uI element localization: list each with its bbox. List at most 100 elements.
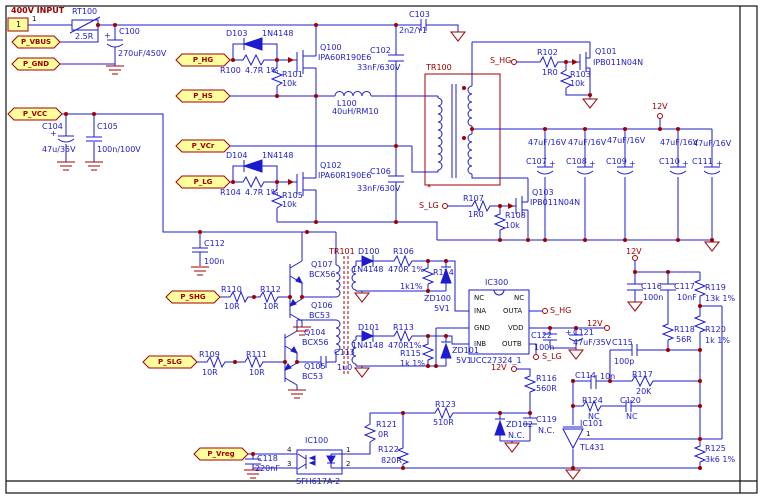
label-v12-mid: 12V bbox=[587, 319, 603, 328]
flag-p-vcc-text: P_VCC bbox=[22, 110, 48, 118]
flag-p-vcr-text: P_VCr bbox=[191, 142, 215, 150]
label-s-lg-mid: S_LG bbox=[419, 201, 439, 210]
label-c106-val: 33nF/630V bbox=[357, 184, 401, 193]
label-r120-ref: R120 bbox=[705, 325, 726, 334]
label-c115-val: 100p bbox=[614, 357, 635, 366]
label-c119-val: N.C. bbox=[538, 426, 555, 435]
label-r118-ref: R118 bbox=[674, 325, 695, 334]
input-port-box bbox=[7, 17, 29, 32]
label-r113-val: 470R1% bbox=[388, 341, 422, 350]
label-r122-ref: R122 bbox=[378, 445, 399, 454]
label-d100-ref: D100 bbox=[358, 247, 380, 256]
label-c121-val: 47uF/35V bbox=[573, 338, 612, 347]
label-ic101-ref: IC101 bbox=[580, 419, 604, 428]
label-s-hg-top: S_HG bbox=[490, 56, 512, 65]
label-c116-val: 100n bbox=[643, 293, 664, 302]
flag-p-vcc bbox=[7, 107, 63, 121]
label-r107-ref: R107 bbox=[463, 194, 484, 203]
label-c104-ref: C104 bbox=[42, 122, 63, 131]
label-r125-ref: R125 bbox=[705, 444, 726, 453]
label-r123-ref: R123 bbox=[435, 400, 456, 409]
diodes bbox=[242, 37, 506, 466]
label-r120-val: 1k 1% bbox=[705, 336, 730, 345]
label-q104-ref: Q104 bbox=[304, 328, 326, 337]
label-r124-ref: R124 bbox=[582, 396, 603, 405]
label-c107-val: 47uF/16V bbox=[528, 138, 567, 147]
label-q106-ref: Q106 bbox=[311, 301, 333, 310]
label-q102-ref: Q102 bbox=[320, 161, 342, 170]
label-c104-plus: + bbox=[50, 129, 57, 138]
label-c103-val: 2n2/Y1 bbox=[399, 26, 427, 35]
flag-p-gnd-text: P_GND bbox=[22, 60, 50, 68]
ground-arrow-symbols bbox=[353, 31, 721, 480]
gate-arrows bbox=[288, 57, 578, 209]
label-r109-ref: R109 bbox=[199, 350, 220, 359]
label-r113-ref: R113 bbox=[393, 323, 414, 332]
flag-p-vbus bbox=[11, 35, 61, 49]
label-r108-val: 10k bbox=[505, 221, 520, 230]
port-flags bbox=[7, 35, 249, 461]
label-c111-plus: + bbox=[716, 159, 723, 168]
label-c100-val: 270uF/450V bbox=[118, 49, 167, 58]
label-c116-ref: C116 bbox=[641, 282, 662, 291]
label-r100-ref: R100 bbox=[220, 66, 241, 75]
label-v12-fb: 12V bbox=[626, 247, 642, 256]
flag-p-slg-text: P_SLG bbox=[158, 358, 182, 366]
flag-p-slg bbox=[142, 355, 198, 369]
label-port1-text: 1 bbox=[16, 20, 22, 29]
label-r125-val: 3k6 1% bbox=[705, 455, 736, 464]
label-c105-val: 100n/100V bbox=[97, 145, 141, 154]
label-c103-ref: C103 bbox=[409, 10, 430, 19]
label-r109-val: 10R bbox=[202, 368, 218, 377]
label-q103-ref: Q103 bbox=[532, 188, 554, 197]
wires bbox=[28, 19, 723, 475]
label-q107-ref: Q107 bbox=[311, 260, 333, 269]
junction-dots bbox=[64, 23, 714, 470]
flag-p-lg-text: P_LG bbox=[193, 178, 213, 186]
label-q106-val: BC53 bbox=[309, 311, 331, 320]
flag-p-vcr bbox=[175, 139, 231, 153]
label-r112-ref: R112 bbox=[260, 285, 281, 294]
label-d104-val: 1N4148 bbox=[262, 151, 294, 160]
label-c122-val: 100n bbox=[534, 343, 555, 352]
label-c119-ref: C119 bbox=[536, 415, 557, 424]
label-ic100-pin1: 1 bbox=[346, 446, 351, 454]
label-r124-val: NC bbox=[588, 412, 600, 421]
label-c110-val: 47uF/16V bbox=[660, 138, 699, 147]
label-ic100-pin2: 2 bbox=[346, 460, 351, 468]
transformer-boxes bbox=[343, 73, 501, 374]
label-c112-ref: C112 bbox=[204, 239, 225, 248]
label-r102-val: 1R0 bbox=[542, 68, 558, 77]
label-c109-plus: + bbox=[629, 159, 636, 168]
label-rt100-ref: RT100 bbox=[72, 7, 98, 16]
label-ic100-val: SFH617A-2 bbox=[296, 477, 341, 486]
label-r111-val: 10R bbox=[249, 368, 265, 377]
flag-p-shg-text: P_SHG bbox=[180, 293, 206, 301]
flag-p-hs bbox=[175, 89, 231, 103]
label-tr100-star: * bbox=[427, 183, 431, 192]
label-c108-val: 47uF/16V bbox=[568, 138, 607, 147]
label-r103-val: 10k bbox=[570, 79, 585, 88]
label-q103-val: IPB011N04N bbox=[530, 198, 581, 207]
flag-p-hg bbox=[175, 53, 231, 67]
label-d101-ref: D101 bbox=[358, 323, 380, 332]
label-c102-val: 33nF/630V bbox=[357, 63, 401, 72]
thermistor-rt100 bbox=[69, 16, 101, 34]
label-r101-ref: R101 bbox=[282, 70, 303, 79]
label-r101-val: 10k bbox=[282, 79, 297, 88]
label-ic100-ref: IC100 bbox=[305, 436, 329, 445]
label-input-pin: 1 bbox=[32, 15, 37, 23]
label-c113-ref: C113 bbox=[334, 348, 355, 357]
label-r108-ref: R108 bbox=[505, 211, 526, 220]
label-ic300-outb: OUTB bbox=[502, 340, 522, 348]
label-r107-val: 1R0 bbox=[468, 210, 484, 219]
label-r112-val: 10R bbox=[263, 302, 279, 311]
label-r115-val: 1k 1% bbox=[400, 359, 425, 368]
label-ic300-ina: INA bbox=[474, 307, 487, 315]
label-s-lg-out: S_LG bbox=[542, 352, 562, 361]
label-c100-ref: C100 bbox=[119, 27, 140, 36]
label-r105-val: 10k bbox=[282, 200, 297, 209]
ground-earth-symbols bbox=[57, 65, 311, 479]
label-c112-val: 100n bbox=[204, 257, 225, 266]
label-ic300-outa: OUTA bbox=[503, 307, 523, 315]
